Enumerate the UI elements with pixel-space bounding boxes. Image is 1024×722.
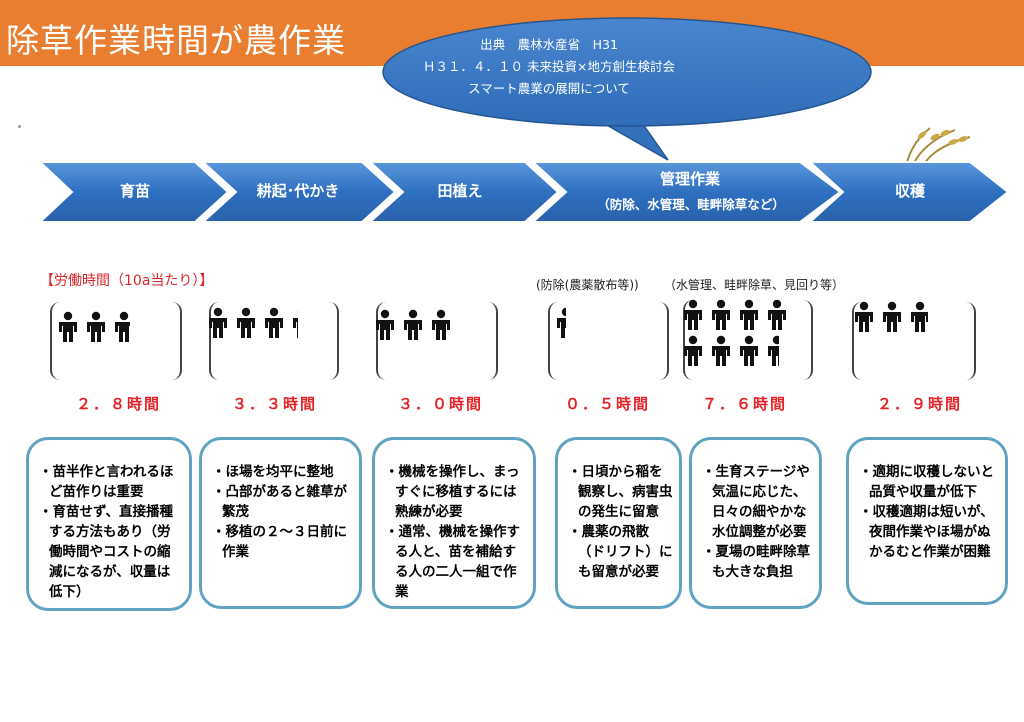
person-icon	[237, 307, 255, 338]
stage-label-管理作業: 管理作業	[659, 170, 720, 188]
process-flow	[37, 161, 1010, 223]
person-icon	[768, 335, 779, 366]
person-icon	[740, 299, 758, 330]
hours-耕起: ３．３時間	[232, 395, 318, 413]
person-icon	[432, 309, 450, 340]
desc-item: ・生育ステージや気温に応じた、日々の細やかな水位調整が必要	[702, 464, 810, 540]
desc-item: ・収穫適期は短いが、夜間作業やほ場がぬかるむと作業が困難	[859, 504, 994, 560]
desc-item: ・機械を操作し、まっすぐに移植するには熟練が必要	[385, 464, 520, 520]
person-icon	[87, 311, 105, 342]
person-icon	[59, 311, 77, 342]
source-line-1: 出典 農林水産省 H31	[480, 37, 618, 52]
person-icon	[712, 335, 730, 366]
person-icon	[684, 335, 702, 366]
person-icon	[376, 309, 394, 340]
person-icon	[883, 301, 901, 332]
bracket-6	[852, 302, 976, 380]
arrow-stage-1	[37, 161, 230, 223]
person-icon	[740, 335, 758, 366]
hours-田植え: ３．０時間	[398, 395, 484, 413]
person-icon	[768, 299, 786, 330]
desc-box-4: ・日頃から稲を観察し、病害虫の発生に留意 ・農薬の飛散（ドリフト）にも留意が必要	[555, 437, 682, 609]
bracket-1	[50, 302, 182, 380]
arrow-stage-4	[530, 161, 842, 223]
person-icon	[557, 307, 566, 338]
note-spraying: (防除(農薬散布等))	[536, 278, 639, 292]
stage-label-育苗: 育苗	[119, 182, 150, 200]
hours-収穫: ２．９時間	[877, 395, 963, 413]
source-line-2: Ｈ３１．４．１０ 未来投資×地方創生検討会	[423, 59, 675, 74]
desc-item: ・ほ場を均平に整地	[212, 464, 334, 480]
desc-box-1: ・苗半作と言われるほど苗作りは重要 ・育苗せず、直接播種する方法もあり（労働時間…	[26, 437, 192, 611]
person-icon	[115, 311, 130, 342]
bracket-4	[548, 302, 669, 380]
arrow-stage-2	[200, 161, 397, 223]
labor-people-figures	[59, 299, 928, 366]
hours-育苗: ２．８時間	[76, 395, 162, 413]
person-icon	[293, 310, 298, 338]
desc-box-3: ・機械を操作し、まっすぐに移植するには熟練が必要 ・通常、機械を操作する人と、苗…	[372, 437, 536, 609]
stage-sublabel-管理作業: （防除、水管理、畦畔除草など）	[597, 197, 785, 212]
desc-item: ・苗半作と言われるほど苗作りは重要	[39, 464, 174, 500]
desc-item: ・育苗せず、直接播種する方法もあり（労働時間やコストの縮減になるが、収量は低下）	[39, 504, 174, 600]
desc-item: ・適期に収穫しないと品質や収量が低下	[859, 464, 994, 500]
person-icon	[855, 301, 873, 332]
arrow-stage-3	[367, 161, 560, 223]
person-icon	[404, 309, 422, 340]
labor-time-label: 【労働時間（10a当たり）】	[40, 273, 214, 289]
stage-label-収穫: 収穫	[894, 182, 925, 200]
hours-防除: ０．５時間	[565, 395, 651, 413]
desc-item: ・移植の２～３日前に作業	[212, 524, 347, 560]
stage-label-田植え: 田植え	[437, 182, 483, 200]
source-bubble	[382, 17, 872, 161]
bracket-3	[376, 302, 498, 380]
bracket-2	[209, 302, 339, 380]
person-icon	[265, 307, 283, 338]
desc-item: ・通常、機械を操作する人と、苗を補給する人の二人一組で作業	[385, 524, 520, 600]
stray-dot	[18, 125, 21, 128]
source-text: 出典 農林水産省 H31 Ｈ３１．４．１０ 未来投資×地方創生検討会 スマート農…	[384, 34, 714, 100]
person-icon	[712, 299, 730, 330]
desc-box-6: ・適期に収穫しないと品質や収量が低下 ・収穫適期は短いが、夜間作業やほ場がぬかる…	[846, 437, 1008, 605]
desc-item: ・凸部があると雑草が繁茂	[212, 484, 347, 520]
desc-item: ・農薬の飛散（ドリフト）にも留意が必要	[568, 524, 673, 580]
person-icon	[911, 301, 928, 332]
desc-box-5: ・生育ステージや気温に応じた、日々の細やかな水位調整が必要 ・夏場の畦畔除草も大…	[689, 437, 822, 609]
bracket-5	[683, 300, 813, 380]
arrow-stage-5	[807, 161, 1010, 223]
desc-box-2: ・ほ場を均平に整地 ・凸部があると雑草が繁茂 ・移植の２～３日前に作業	[199, 437, 362, 609]
page-title: 除草作業時間が農作業	[6, 21, 346, 60]
desc-item: ・夏場の畦畔除草も大きな負担	[702, 544, 810, 580]
source-line-3: スマート農業の展開について	[468, 81, 630, 96]
person-icon	[684, 299, 702, 330]
hours-水管理: ７．６時間	[702, 395, 788, 413]
desc-item: ・日頃から稲を観察し、病害虫の発生に留意	[568, 464, 673, 520]
note-water-management: （水管理、畦畔除草、見回り等）	[664, 278, 845, 292]
person-icon	[209, 307, 227, 338]
stage-label-耕起: 耕起･代かき	[256, 182, 340, 200]
